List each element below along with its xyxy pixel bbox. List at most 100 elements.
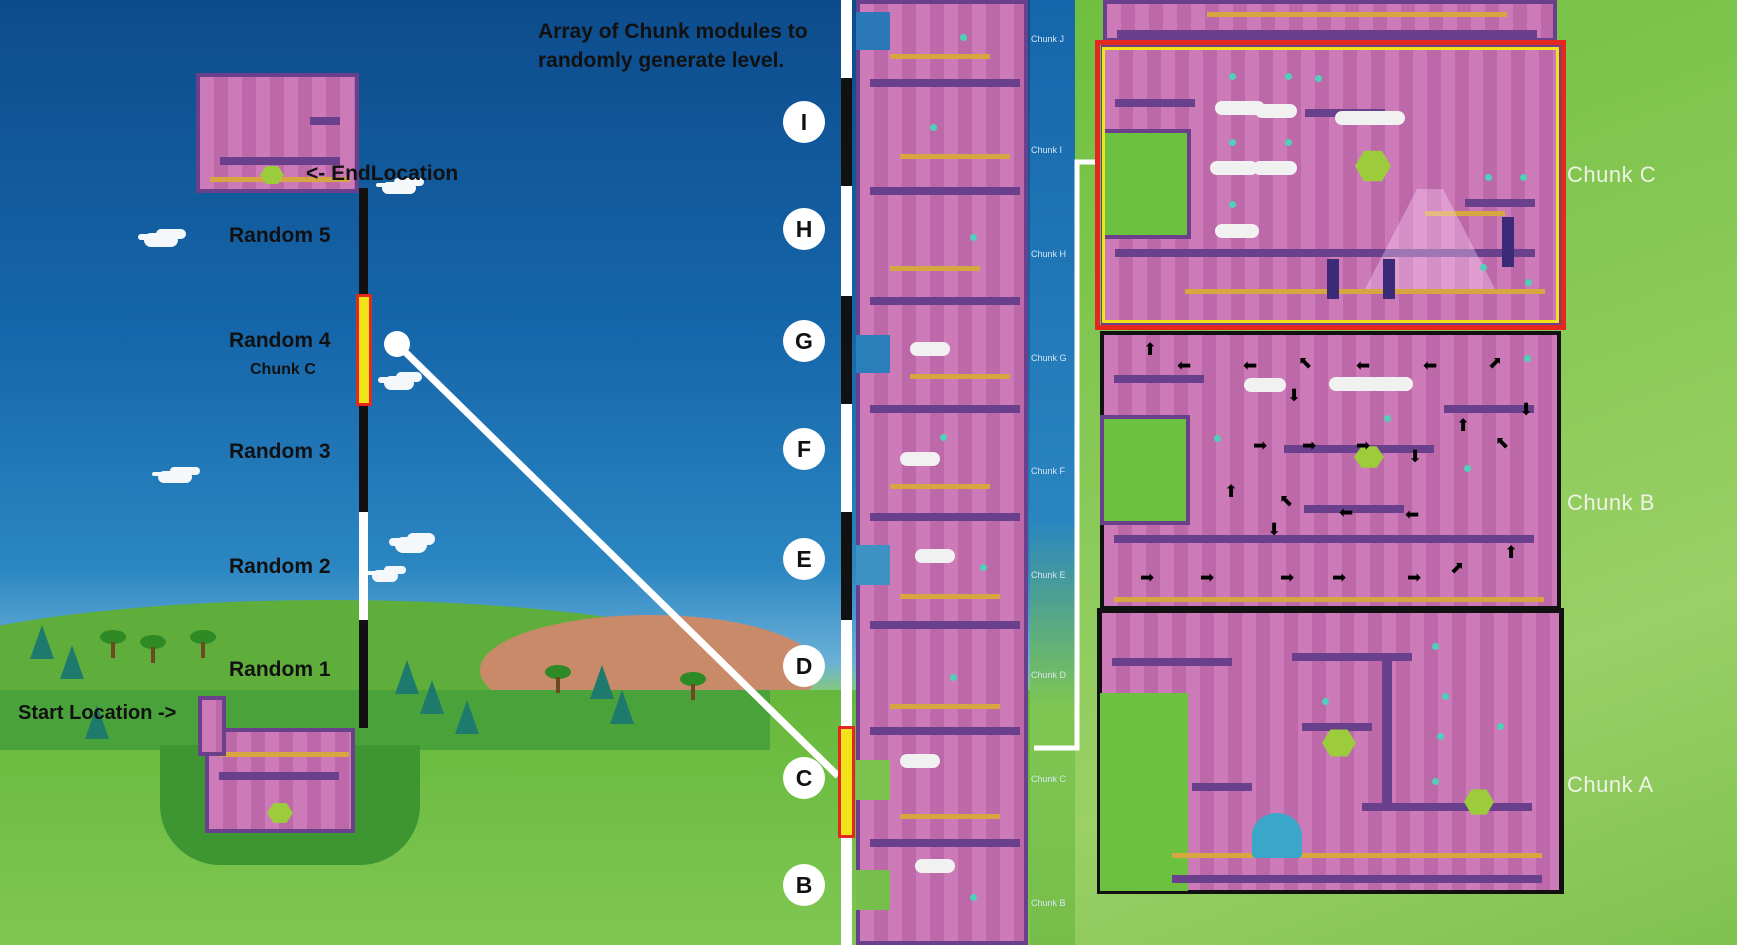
array-backdrop	[1030, 0, 1075, 945]
pine-tree	[85, 705, 109, 739]
start-location-label: Start Location ->	[18, 702, 177, 724]
array-tiny-label-i: Chunk I	[1031, 145, 1063, 155]
array-letter-i: I	[783, 101, 825, 143]
arrow-icon: ⬉	[1298, 353, 1313, 373]
stack-segment-random-1	[359, 620, 368, 728]
arrow-icon: ⬈	[1488, 353, 1503, 373]
arrow-icon: ⬅	[1177, 356, 1192, 376]
array-letter-e: E	[783, 538, 825, 580]
stack-segment-random-5	[359, 188, 368, 295]
cloud-icon	[158, 471, 192, 483]
arrow-icon: ➡	[1280, 568, 1295, 588]
arrow-icon: ➡	[1302, 436, 1317, 456]
array-tiny-label-c: Chunk C	[1031, 774, 1067, 784]
pine-tree	[455, 700, 479, 734]
arrow-icon: ⬇	[1267, 520, 1282, 540]
chunk-a-frame	[1097, 608, 1564, 894]
end-chunk-module	[196, 73, 359, 193]
arrow-icon: ⬇	[1408, 447, 1423, 467]
array-tiny-label-f: Chunk F	[1031, 466, 1066, 476]
round-tree	[680, 672, 706, 700]
arrow-icon: ⬅	[1405, 505, 1420, 525]
heading-line-2: randomly generate level.	[538, 49, 785, 72]
round-tree	[545, 665, 571, 693]
detail-chunk-b	[1100, 331, 1561, 610]
array-notch	[856, 335, 890, 373]
array-tiny-label-h: Chunk H	[1031, 249, 1067, 259]
arrow-icon: ⬅	[1423, 356, 1438, 376]
arrow-icon: ⬈	[1450, 558, 1465, 578]
array-bar-segment	[841, 0, 852, 78]
arrow-icon: ➡	[1356, 436, 1371, 456]
array-tiny-label-d: Chunk D	[1031, 670, 1067, 680]
array-letter-c: C	[783, 757, 825, 799]
start-chunk-module	[205, 728, 355, 833]
detail-chunk-top-strip	[1103, 0, 1557, 42]
arrow-icon: ➡	[1140, 568, 1155, 588]
stack-segment-random-3	[359, 406, 368, 512]
start-tower	[198, 696, 226, 756]
stack-segment-random-4-highlight	[356, 294, 372, 406]
detail-chunk-a	[1098, 609, 1563, 894]
end-location-label: <- EndLocation	[306, 162, 459, 185]
array-bar-segment	[841, 186, 852, 296]
arrow-icon: ⬉	[1279, 491, 1294, 511]
array-bar-segment	[841, 404, 852, 512]
heading-line-1: Array of Chunk modules to	[538, 20, 808, 43]
pine-tree	[420, 680, 444, 714]
array-tiny-label-g: Chunk G	[1031, 353, 1067, 363]
array-tiny-label-j: Chunk J	[1031, 34, 1065, 44]
array-letter-g: G	[783, 320, 825, 362]
round-tree	[190, 630, 216, 658]
random-1-label: Random 1	[229, 658, 331, 681]
array-notch	[856, 760, 890, 800]
arrow-icon: ⬆	[1456, 416, 1471, 436]
arrow-icon: ⬆	[1143, 340, 1158, 360]
arrow-icon: ⬅	[1356, 356, 1371, 376]
array-bar-segment	[841, 296, 852, 404]
array-bar-segment	[841, 838, 852, 945]
chunk-c-highlight-frame	[1095, 40, 1566, 330]
detail-chunk-c	[1101, 45, 1561, 327]
random-2-label: Random 2	[229, 555, 331, 578]
arrow-icon: ➡	[1253, 436, 1268, 456]
array-bar-segment-highlight	[838, 726, 855, 838]
cloud-icon	[372, 570, 398, 582]
round-tree	[100, 630, 126, 658]
array-bar-segment	[841, 620, 852, 726]
cloud-icon	[384, 376, 414, 390]
round-tree	[140, 635, 166, 663]
arrow-icon: ⬆	[1224, 482, 1239, 502]
detail-label-chunk-c: Chunk C	[1567, 162, 1657, 187]
array-notch	[856, 545, 890, 585]
array-tiny-label-b: Chunk B	[1031, 898, 1066, 908]
arrow-icon: ⬇	[1287, 386, 1302, 406]
array-chunk-column	[856, 0, 1028, 945]
random-4-chunk-label: Chunk C	[250, 361, 316, 378]
pine-tree	[610, 690, 634, 724]
arrow-icon: ➡	[1407, 568, 1422, 588]
arrow-icon: ⬇	[1519, 400, 1534, 420]
array-tiny-label-e: Chunk E	[1031, 570, 1066, 580]
detail-label-chunk-a: Chunk A	[1567, 772, 1654, 797]
random-5-label: Random 5	[229, 224, 331, 247]
array-letter-h: H	[783, 208, 825, 250]
array-notch	[856, 12, 890, 50]
array-letter-b: B	[783, 864, 825, 906]
detail-label-chunk-b: Chunk B	[1567, 490, 1655, 515]
cloud-icon	[144, 233, 178, 247]
pine-tree	[60, 645, 84, 679]
cloud-icon	[395, 537, 427, 553]
floating-island	[0, 690, 770, 750]
random-3-label: Random 3	[229, 440, 331, 463]
array-letter-f: F	[783, 428, 825, 470]
arrow-icon: ⬅	[1339, 503, 1354, 523]
pine-tree	[30, 625, 54, 659]
array-bar-segment	[841, 78, 852, 186]
arrow-icon: ➡	[1200, 568, 1215, 588]
array-letter-d: D	[783, 645, 825, 687]
array-notch	[856, 870, 890, 910]
arrow-icon: ⬉	[1495, 433, 1510, 453]
